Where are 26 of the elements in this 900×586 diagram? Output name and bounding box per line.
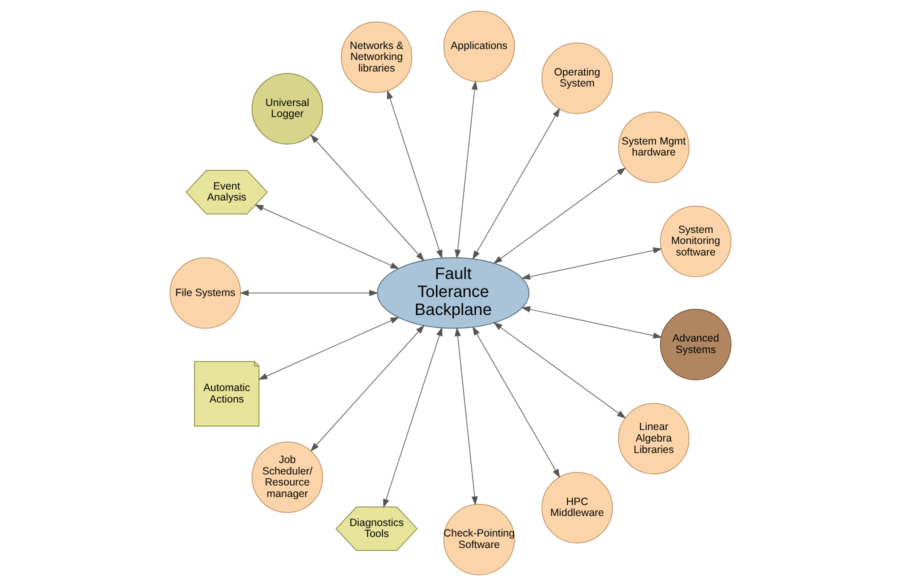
node-ellipse: Fault Tolerance Backplane [376, 257, 529, 329]
arrow [386, 90, 442, 260]
node-circle: System Mgmt hardware [618, 112, 689, 183]
arrow [520, 247, 662, 280]
node-circle: Advanced Systems [660, 308, 731, 380]
arrow [310, 134, 424, 262]
node-circle: Applications [442, 10, 514, 82]
arrow [454, 80, 478, 259]
arrow [258, 316, 399, 380]
node-circle: Operating System [541, 42, 612, 114]
arrow [382, 326, 442, 508]
arrow [492, 322, 626, 419]
node-circle: Networks & Networking libraries [340, 22, 412, 93]
node-circle: HPC Middleware [541, 472, 612, 544]
arrow [239, 290, 378, 296]
arrow [310, 324, 424, 452]
arrow [472, 326, 560, 478]
arrow [454, 327, 478, 506]
arrow [472, 108, 560, 260]
arrow [254, 204, 399, 270]
node-circle: File Systems [169, 257, 240, 329]
node-circle: System Monitoring software [660, 206, 731, 278]
arrow [492, 167, 626, 264]
arrow [520, 306, 662, 339]
node-circle: Check-Pointing Software [442, 504, 514, 576]
node-circle: Linear Algebra Libraries [618, 403, 689, 474]
